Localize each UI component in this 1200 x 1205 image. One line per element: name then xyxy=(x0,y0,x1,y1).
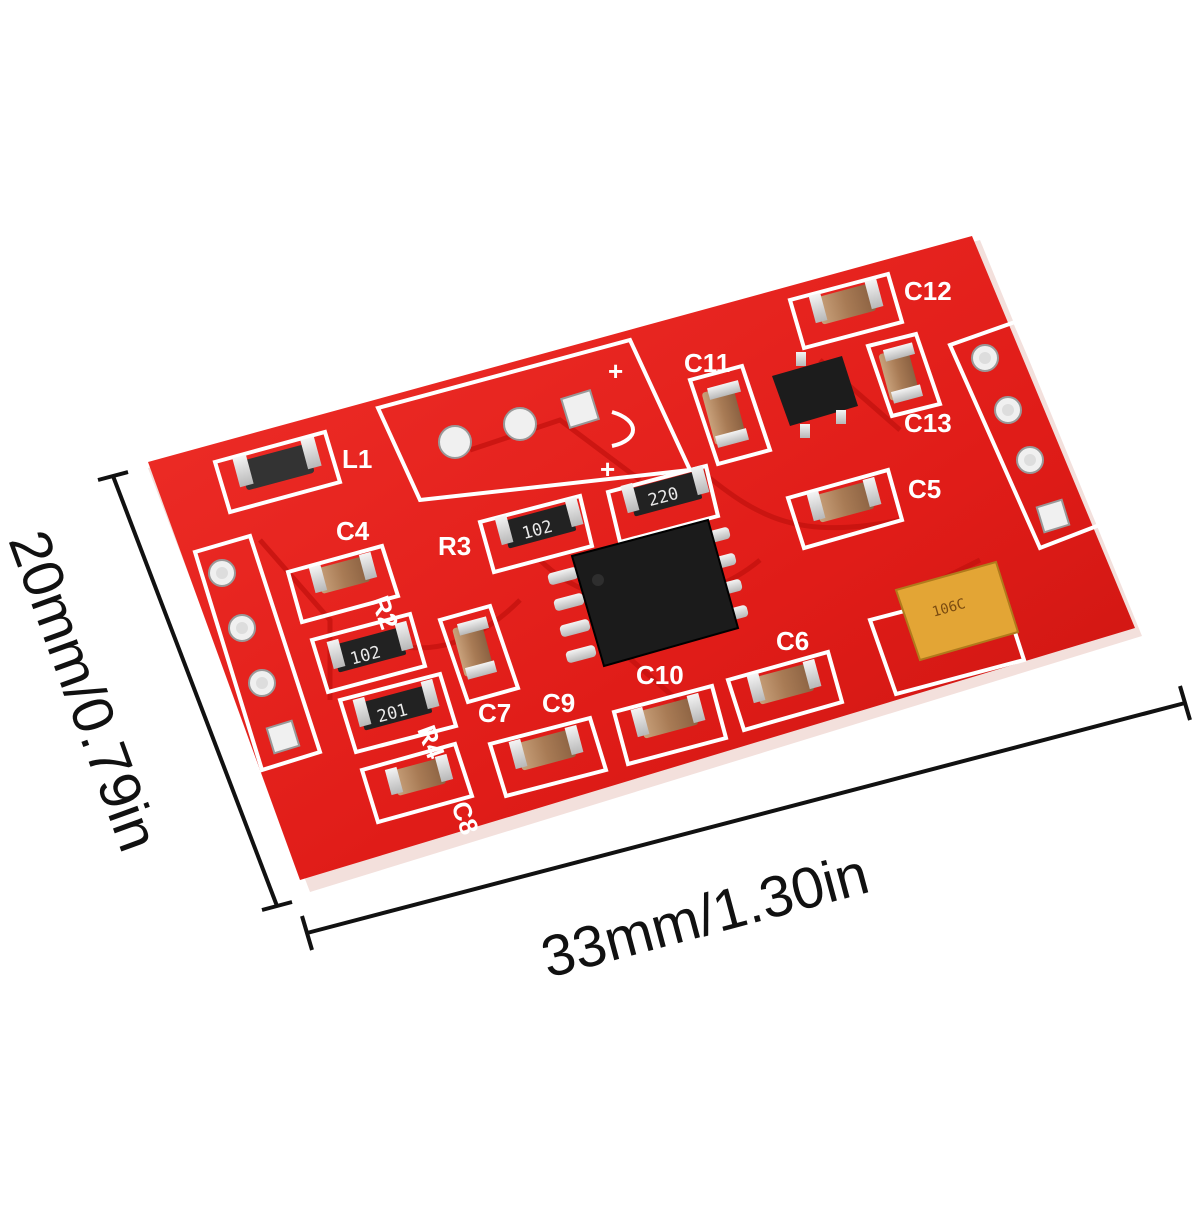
label-c13: C13 xyxy=(904,408,952,438)
plus-label-bottom: + xyxy=(600,454,615,484)
resistor-r3: 102 R3 xyxy=(438,493,595,575)
tantalum-capacitor: 106C xyxy=(867,560,1027,697)
capacitor-c11: C11 xyxy=(684,348,773,467)
right-pin-3 xyxy=(1016,446,1044,474)
label-c7: C7 xyxy=(478,698,511,728)
capacitor-c13: C13 xyxy=(865,331,952,438)
capacitor-c4: C4 xyxy=(285,516,401,625)
left-pin-4 xyxy=(265,719,301,755)
right-pin-2 xyxy=(994,396,1022,424)
right-pin-4 xyxy=(1035,498,1071,534)
left-pin-1 xyxy=(208,559,236,587)
label-c10: C10 xyxy=(636,660,684,690)
right-pin-1 xyxy=(971,344,999,372)
left-pin-3 xyxy=(248,669,276,697)
polarity-arc xyxy=(611,410,635,448)
connector-pad-1 xyxy=(438,425,472,459)
label-c5: C5 xyxy=(908,474,941,504)
plus-label-top: + xyxy=(608,356,623,386)
capacitor-c6: C6 xyxy=(725,626,845,733)
capacitor-c10: C10 xyxy=(611,660,729,767)
resistor-220: 220 xyxy=(605,463,721,545)
connector-pad-3 xyxy=(560,389,600,429)
width-dimension xyxy=(300,685,1192,951)
label-c6: C6 xyxy=(776,626,809,656)
connector-pad-2 xyxy=(503,407,537,441)
capacitor-c7: C7 xyxy=(437,603,521,728)
capacitor-c5: C5 xyxy=(785,467,941,551)
left-pin-2 xyxy=(228,614,256,642)
amplifier-ic xyxy=(547,518,749,668)
label-l1: L1 xyxy=(342,444,372,474)
width-label: 33mm/1.30in xyxy=(535,841,876,991)
left-pin-header xyxy=(192,533,323,773)
height-dimension xyxy=(97,470,293,912)
label-r3: R3 xyxy=(438,531,471,561)
label-c4: C4 xyxy=(336,516,370,546)
capacitor-c9: C9 xyxy=(487,688,609,799)
label-c12: C12 xyxy=(904,276,952,306)
height-label: 20mm/0.79in xyxy=(0,522,172,859)
label-c11: C11 xyxy=(684,348,730,378)
inductor-l1: L1 xyxy=(212,429,372,515)
label-c9: C9 xyxy=(542,688,575,718)
right-pin-header xyxy=(947,319,1105,551)
regulator-sot23 xyxy=(772,352,858,438)
capacitor-c12: C12 xyxy=(787,271,952,351)
